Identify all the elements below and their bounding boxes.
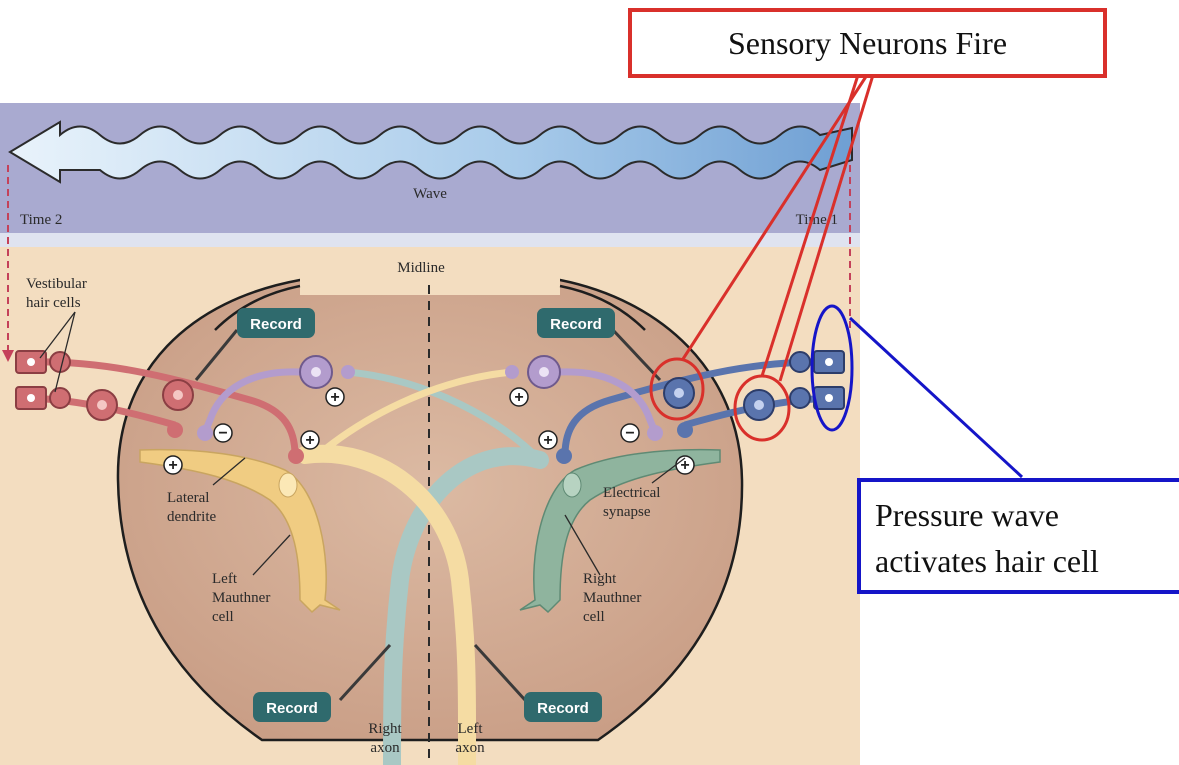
record-electrode-top-right: Record — [537, 308, 662, 382]
electrical-synapse-label-line1: Electrical — [603, 485, 660, 501]
synapse-markers: + − + + + + − + — [163, 387, 695, 475]
plus-marker: + — [514, 389, 523, 406]
left-axon — [296, 444, 477, 765]
hindbrain-top-right — [559, 284, 646, 331]
pressure-wave-callout: Pressure wave activates hair cell — [857, 478, 1179, 594]
right-mauthner-label-line1: Right — [583, 571, 617, 587]
plus-marker: + — [330, 389, 339, 406]
left-mauthner-label-line2: Mauthner — [212, 590, 270, 606]
plus-marker: + — [543, 432, 552, 449]
time2-arrowhead — [2, 350, 14, 362]
sensory-neurons-callout: Sensory Neurons Fire — [628, 8, 1107, 78]
pressure-callout-line1: Pressure wave — [875, 497, 1059, 533]
minus-marker: − — [625, 425, 634, 442]
band-separator — [0, 233, 860, 247]
right-axon — [383, 447, 549, 765]
plus-marker: + — [680, 457, 689, 474]
right-axon-label-line2: axon — [370, 740, 400, 756]
record-electrode-bottom-right: Record — [473, 643, 602, 722]
right-axon-label-line1: Right — [368, 721, 402, 737]
lateral-dendrite-label-line1: Lateral — [167, 490, 209, 506]
record-electrode-top-left: Record — [194, 308, 315, 381]
left-inhibitory-crossing-fiber — [347, 368, 543, 463]
hindbrain-top-left — [214, 284, 301, 331]
left-mauthner-cell — [139, 448, 341, 614]
plus-marker: + — [305, 432, 314, 449]
wave-label: Wave — [413, 186, 447, 202]
minus-marker: − — [218, 425, 227, 442]
right-mauthner-label-line2: Mauthner — [583, 590, 641, 606]
wave-arrow — [8, 120, 853, 184]
right-mauthner-cell — [519, 448, 721, 614]
right-inhibitory-crossing-fiber — [315, 368, 513, 458]
record-electrode-bottom-left: Record — [253, 643, 392, 722]
left-axon-label-line2: axon — [455, 740, 485, 756]
left-axon-label-line1: Left — [458, 721, 484, 737]
pressure-callout-line2: activates hair cell — [875, 543, 1099, 579]
record-label: Record — [266, 700, 318, 717]
right-mauthner-label-line3: cell — [583, 609, 605, 625]
vestibular-label-line2: hair cells — [26, 295, 81, 311]
left-mauthner-label-line3: cell — [212, 609, 234, 625]
plus-marker: + — [168, 457, 177, 474]
label-leader-lines — [39, 311, 686, 576]
time2-label: Time 2 — [20, 212, 62, 228]
left-inhibitory-interneuron — [197, 355, 355, 441]
lateral-dendrite-label-line2: dendrite — [167, 509, 216, 525]
hair-cell-highlight — [810, 304, 854, 432]
electrical-synapse-label-line2: synapse — [603, 504, 651, 520]
sensory-callout-pointers — [681, 74, 875, 382]
pressure-callout-pointer — [848, 316, 1024, 479]
right-inhibitory-interneuron — [505, 355, 663, 441]
sensory-neurons-callout-text: Sensory Neurons Fire — [727, 25, 1008, 61]
record-label: Record — [537, 700, 589, 717]
record-label: Record — [550, 316, 602, 333]
left-mauthner-label-line1: Left — [212, 571, 238, 587]
vestibular-label-line1: Vestibular — [26, 276, 87, 292]
midline-label: Midline — [397, 260, 445, 276]
record-label: Record — [250, 316, 302, 333]
